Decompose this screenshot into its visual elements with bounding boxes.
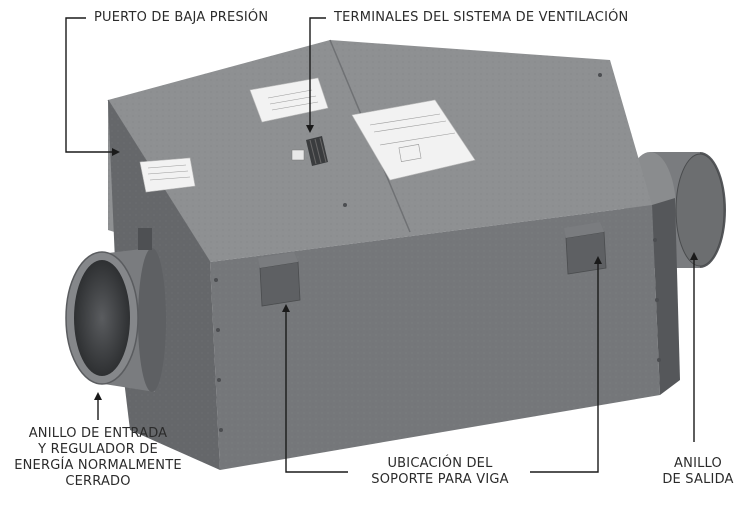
inlet-ring-label-line: Y REGULADOR DE [38, 442, 158, 457]
joist-bracket-label-line: UBICACIÓN DEL [387, 456, 493, 471]
inlet-ring-label-line: ENERGÍA NORMALMENTE [14, 458, 182, 473]
ventilation-terminal-block [291, 136, 328, 166]
outlet-ring-label-line: ANILLO [674, 456, 722, 471]
callout-lines [65, 17, 695, 473]
inlet-duct-ring [65, 228, 166, 392]
rating-sticker [249, 77, 329, 123]
joist-bracket-left [258, 252, 301, 307]
callout-terminals [309, 17, 326, 125]
outlet-ring-label: ANILLO DE SALIDA [650, 456, 746, 488]
callout-arrowheads [94, 125, 698, 400]
joist-bracket-label: UBICACIÓN DEL SOPORTE PARA VIGA [352, 456, 528, 488]
inlet-ring-label: ANILLO DE ENTRADA Y REGULADOR DE ENERGÍA… [8, 426, 188, 490]
inlet-ring-label-line: CERRADO [65, 474, 131, 489]
ventilation-terminals-label: TERMINALES DEL SISTEMA DE VENTILACIÓN [334, 10, 629, 25]
callout-low-pressure-port [65, 17, 112, 153]
joist-bracket-right [564, 222, 607, 275]
callout-joist-left [285, 310, 348, 473]
inlet-ring-label-line: ANILLO DE ENTRADA [28, 426, 168, 441]
screw-dots [214, 73, 661, 432]
low-pressure-port-label: PUERTO DE BAJA PRESIÓN [94, 10, 269, 25]
outlet-ring-label-line: DE SALIDA [662, 472, 734, 487]
callout-joist-right [530, 262, 599, 473]
warning-sticker [139, 157, 196, 193]
wiring-diagram-sticker [351, 99, 476, 181]
joist-bracket-label-line: SOPORTE PARA VIGA [371, 472, 509, 487]
